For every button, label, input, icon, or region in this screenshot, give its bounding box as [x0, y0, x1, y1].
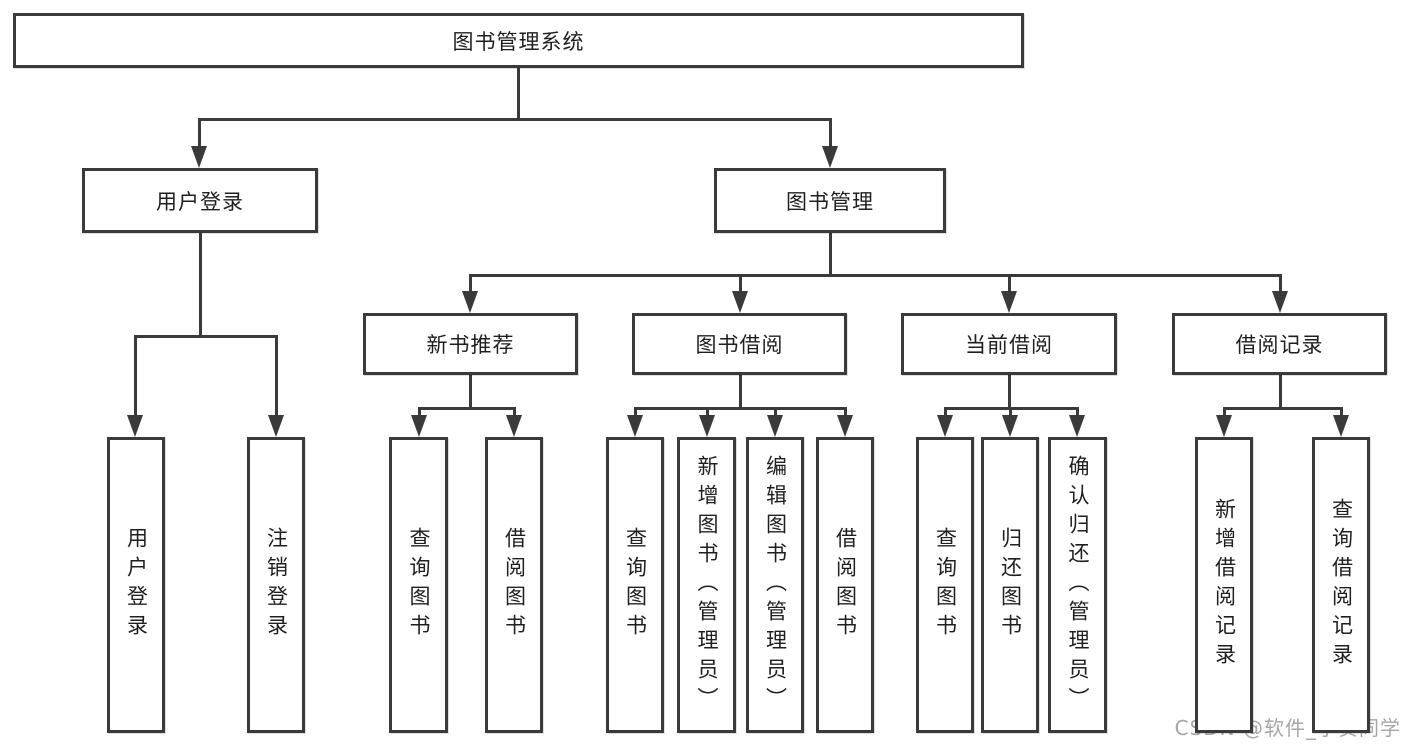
connector-rail: [417, 407, 516, 410]
connector-stem: [828, 233, 832, 277]
node-label: 编辑图书（管理员）: [763, 454, 788, 716]
connector-drop: [705, 407, 709, 419]
connector-rail: [633, 407, 847, 410]
connector-drop: [828, 118, 832, 150]
connector-stem: [738, 375, 742, 410]
node-label: 当前借阅: [965, 333, 1053, 357]
node-leaf-query-book-2: 查询图书: [606, 437, 664, 733]
node-book-borrow: 图书借阅: [632, 313, 847, 375]
connector-stem: [1007, 375, 1011, 410]
connector-stem: [1278, 375, 1282, 410]
node-label: 借阅图书: [833, 527, 858, 643]
node-borrow-records: 借阅记录: [1172, 313, 1387, 375]
node-label: 查询图书: [623, 527, 648, 643]
connector-drop: [738, 274, 742, 295]
arrow-down-icon: [767, 415, 783, 437]
connector-rail: [1222, 407, 1343, 410]
arrow-down-icon: [1333, 415, 1349, 437]
node-leaf-return-book: 归还图书: [981, 437, 1039, 733]
node-new-books: 新书推荐: [363, 313, 578, 375]
node-label: 图书管理系统: [452, 29, 585, 54]
node-leaf-borrow-book-2: 借阅图书: [816, 437, 874, 733]
arrow-down-icon: [627, 415, 643, 437]
node-leaf-query-record: 查询借阅记录: [1312, 437, 1370, 733]
arrow-down-icon: [1002, 415, 1018, 437]
connector-stem: [468, 375, 472, 410]
connector-drop: [1339, 407, 1343, 419]
connector-drop: [1278, 274, 1282, 295]
arrow-down-icon: [699, 415, 715, 437]
node-label: 借阅图书: [502, 527, 527, 643]
node-label: 确认归还（管理员）: [1066, 454, 1090, 716]
arrow-down-icon: [1216, 415, 1232, 437]
arrow-down-icon: [506, 415, 522, 437]
connector-stem: [516, 68, 520, 121]
connector-rail: [133, 335, 278, 338]
node-label: 注销登录: [264, 527, 289, 643]
node-leaf-edit-book: 编辑图书（管理员）: [746, 437, 804, 733]
connector-drop: [843, 407, 847, 419]
connector-rail: [468, 274, 1282, 277]
node-leaf-add-record: 新增借阅记录: [1195, 437, 1253, 733]
arrow-down-icon: [462, 291, 478, 313]
connector-rail: [197, 118, 832, 121]
node-user-login: 用户登录: [82, 168, 318, 233]
arrow-down-icon: [268, 415, 284, 437]
connector-drop: [1222, 407, 1226, 419]
node-leaf-logout: 注销登录: [247, 437, 305, 733]
node-label: 新增借阅记录: [1212, 498, 1237, 672]
arrow-down-icon: [822, 146, 838, 168]
connector-drop: [1008, 407, 1012, 419]
node-label: 查询图书: [933, 527, 958, 643]
arrow-down-icon: [732, 291, 748, 313]
connector-drop: [417, 407, 421, 419]
arrow-down-icon: [191, 146, 207, 168]
connector-drop: [943, 407, 947, 419]
node-label: 用户登录: [124, 527, 149, 643]
node-label: 查询借阅记录: [1329, 498, 1354, 672]
connector-drop: [197, 118, 201, 150]
connector-drop: [512, 407, 516, 419]
connector-drop: [633, 407, 637, 419]
connector-drop: [1007, 274, 1011, 295]
connector-stem: [198, 233, 202, 338]
arrow-down-icon: [937, 415, 953, 437]
node-leaf-user-login: 用户登录: [107, 437, 165, 733]
node-root: 图书管理系统: [13, 13, 1024, 68]
node-leaf-query-book-3: 查询图书: [916, 437, 974, 733]
connector-drop: [274, 335, 278, 419]
node-leaf-confirm-return: 确认归还（管理员）: [1048, 437, 1107, 733]
node-label: 图书管理: [786, 189, 874, 214]
node-leaf-borrow-book-1: 借阅图书: [485, 437, 543, 733]
node-book-mgmt: 图书管理: [714, 168, 946, 233]
node-label: 新增图书（管理员）: [695, 454, 719, 716]
arrow-down-icon: [1001, 291, 1017, 313]
arrow-down-icon: [1069, 415, 1085, 437]
connector-drop: [468, 274, 472, 295]
connector-drop: [133, 335, 137, 419]
arrow-down-icon: [127, 415, 143, 437]
connector-drop: [1075, 407, 1079, 419]
node-label: 图书借阅: [695, 333, 784, 357]
node-label: 查询图书: [407, 527, 431, 643]
node-label: 借阅记录: [1235, 333, 1324, 357]
node-leaf-query-book-1: 查询图书: [389, 437, 448, 733]
connector-drop: [773, 407, 777, 419]
node-label: 新书推荐: [426, 333, 515, 357]
node-current-borrow: 当前借阅: [901, 313, 1117, 375]
node-leaf-add-book: 新增图书（管理员）: [677, 437, 736, 733]
arrow-down-icon: [837, 415, 853, 437]
node-label: 归还图书: [998, 527, 1023, 643]
arrow-down-icon: [411, 415, 427, 437]
arrow-down-icon: [1272, 291, 1288, 313]
node-label: 用户登录: [156, 189, 244, 214]
